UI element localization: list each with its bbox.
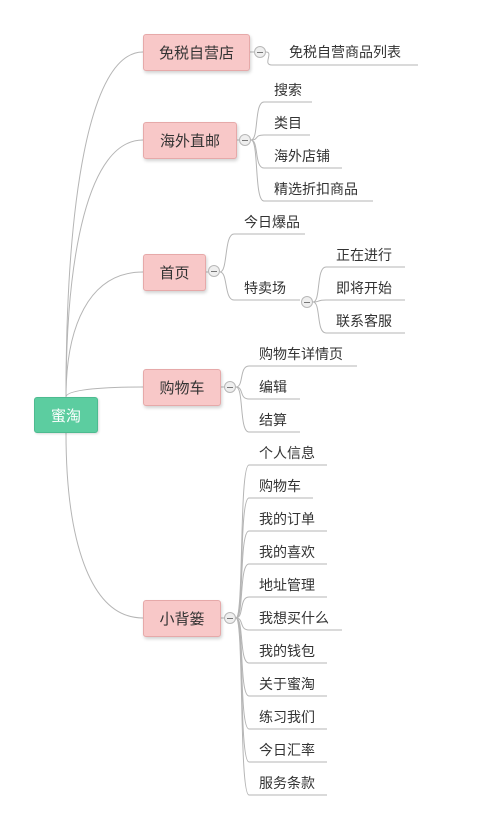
branch-cart[interactable]: 购物车 [143, 369, 221, 406]
collapse-toggle[interactable] [239, 134, 251, 146]
leaf-node[interactable]: 服务条款 [259, 776, 315, 792]
collapse-toggle[interactable] [208, 265, 220, 277]
connector-line [65, 271, 144, 398]
leaf-node[interactable]: 联系客服 [336, 314, 392, 330]
connector-line [250, 139, 373, 202]
sub-branch-flash-sale[interactable]: 特卖场 [244, 281, 286, 297]
connector-line [312, 299, 405, 303]
connector-line [219, 233, 305, 273]
leaf-node[interactable]: 搜索 [274, 83, 302, 99]
leaf-node[interactable]: 今日汇率 [259, 743, 315, 759]
connector-line [65, 386, 144, 398]
leaf-node[interactable]: 购物车 [259, 479, 301, 495]
leaf-node[interactable]: 编辑 [259, 380, 287, 396]
collapse-toggle[interactable] [224, 612, 236, 624]
connector-line [312, 301, 405, 334]
connector-line [250, 134, 310, 141]
root-node[interactable]: 蜜淘 [34, 397, 98, 433]
connector-line [219, 271, 300, 301]
connector-line [65, 51, 144, 398]
connector-line [235, 563, 327, 619]
leaf-node[interactable]: 地址管理 [259, 578, 315, 594]
connector-line [265, 51, 418, 66]
connector-line [235, 596, 327, 619]
leaf-node[interactable]: 类目 [274, 116, 302, 132]
leaf-node[interactable]: 关于蜜淘 [259, 677, 315, 693]
leaf-node[interactable]: 免税自营商品列表 [289, 45, 401, 61]
branch-overseas-direct-mail[interactable]: 海外直邮 [143, 122, 237, 159]
leaf-node[interactable]: 购物车详情页 [259, 347, 343, 363]
branch-duty-free-store[interactable]: 免税自营店 [143, 34, 250, 71]
leaf-node[interactable]: 个人信息 [259, 446, 315, 462]
connector-line [235, 386, 300, 433]
collapse-toggle[interactable] [301, 296, 313, 308]
leaf-node[interactable]: 练习我们 [259, 710, 315, 726]
leaf-node[interactable]: 正在进行 [336, 248, 392, 264]
branch-small-basket[interactable]: 小背篓 [143, 600, 221, 637]
leaf-node[interactable]: 今日爆品 [244, 215, 300, 231]
leaf-node[interactable]: 我想买什么 [259, 611, 329, 627]
branch-home[interactable]: 首页 [143, 254, 206, 291]
leaf-node[interactable]: 我的喜欢 [259, 545, 315, 561]
connector-line [235, 617, 342, 631]
leaf-node[interactable]: 我的订单 [259, 512, 315, 528]
leaf-node[interactable]: 即将开始 [336, 281, 392, 297]
leaf-node[interactable]: 结算 [259, 413, 287, 429]
connector-line [65, 432, 144, 619]
connector-line [312, 266, 405, 303]
connector-line [250, 101, 312, 141]
collapse-toggle[interactable] [254, 46, 266, 58]
leaf-node[interactable]: 海外店铺 [274, 149, 330, 165]
connector-line [235, 386, 300, 400]
leaf-node[interactable]: 精选折扣商品 [274, 182, 358, 198]
leaf-node[interactable]: 我的钱包 [259, 644, 315, 660]
connector-line [65, 139, 144, 398]
connector-line [235, 365, 357, 388]
collapse-toggle[interactable] [224, 381, 236, 393]
connector-line [235, 617, 327, 796]
